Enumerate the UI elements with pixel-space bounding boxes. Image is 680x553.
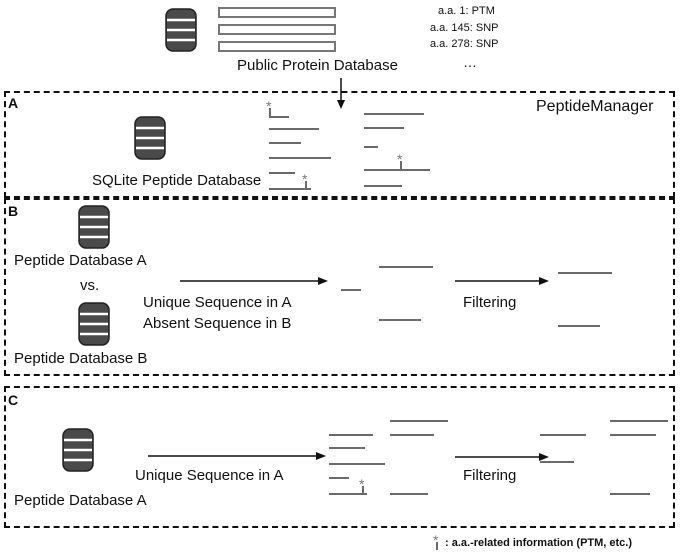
filtering-label-b: Filtering: [463, 294, 517, 311]
marker-stem: [362, 486, 364, 493]
protein-bar: [218, 41, 336, 52]
tool-name: PeptideManager: [536, 98, 654, 115]
marker-stem: [400, 161, 402, 170]
peptide-line: [390, 434, 434, 436]
db-b-label: Peptide Database B: [14, 350, 148, 367]
aa-info-marker: *: [302, 171, 308, 187]
db-a-label-c: Peptide Database A: [14, 492, 147, 509]
compare-arrow: [148, 452, 326, 460]
peptide-line: [269, 142, 301, 144]
peptide-line: [540, 461, 574, 463]
peptide-line: [390, 420, 448, 422]
peptide-line: [364, 113, 424, 115]
peptide-line: [269, 172, 295, 174]
public-db-label: Public Protein Database: [237, 57, 398, 74]
sqlite-db-label: SQLite Peptide Database: [92, 172, 262, 189]
vs-label: vs.: [80, 277, 100, 294]
marker-stem: [305, 181, 307, 190]
panel-b-letter: B: [8, 203, 19, 219]
unique-seq-label-c: Unique Sequence in A: [135, 467, 284, 484]
database-icon: [62, 428, 94, 472]
peptide-line: [341, 289, 361, 291]
db-a-label: Peptide Database A: [14, 252, 147, 269]
annotation-3: a.a. 278: SNP: [430, 38, 499, 50]
legend-marker-stem: [436, 542, 438, 550]
aa-info-marker: *: [397, 151, 403, 167]
peptide-line: [329, 463, 385, 465]
peptide-line: [269, 188, 311, 190]
database-icon: [165, 8, 197, 52]
peptide-line: [329, 434, 373, 436]
filter-arrow: [455, 453, 549, 461]
peptide-line: [558, 272, 612, 274]
legend-marker-icon: *: [433, 532, 439, 548]
filtering-label-c: Filtering: [463, 467, 517, 484]
protein-bar: [218, 24, 336, 35]
peptide-line: [364, 146, 378, 148]
peptide-line: [610, 434, 656, 436]
peptide-line: [610, 493, 650, 495]
peptide-line: [329, 477, 349, 479]
annotation-ellipsis: …: [463, 54, 477, 70]
aa-info-marker: *: [359, 476, 365, 492]
protein-bar: [218, 7, 336, 18]
panel-a-letter: A: [8, 95, 19, 111]
absent-seq-label: Absent Sequence in B: [143, 315, 292, 332]
peptide-line: [379, 266, 433, 268]
panel-c-letter: C: [8, 392, 19, 408]
peptide-line: [269, 128, 319, 130]
database-icon: [134, 116, 166, 160]
panel-c: [4, 386, 675, 528]
legend-text: : a.a.-related information (PTM, etc.): [445, 537, 633, 549]
peptide-line: [329, 493, 367, 495]
peptide-line: [558, 325, 600, 327]
compare-arrow: [180, 277, 328, 285]
database-icon: [78, 205, 110, 249]
peptide-line: [364, 127, 404, 129]
peptide-line: [329, 447, 365, 449]
annotation-1: a.a. 1: PTM: [438, 5, 495, 17]
annotation-2: a.a. 145: SNP: [430, 22, 499, 34]
unique-seq-label: Unique Sequence in A: [143, 294, 292, 311]
aa-info-marker: *: [266, 98, 272, 114]
down-arrow: [337, 78, 345, 109]
peptide-line: [379, 319, 421, 321]
database-icon: [78, 302, 110, 346]
peptide-line: [390, 493, 428, 495]
peptide-line: [364, 169, 430, 171]
peptide-line: [269, 116, 289, 118]
peptide-line: [610, 420, 668, 422]
peptide-line: [364, 185, 402, 187]
peptide-line: [540, 434, 586, 436]
peptide-line: [269, 157, 331, 159]
panel-a: [4, 91, 675, 198]
panel-b: [4, 198, 675, 376]
marker-stem: [269, 108, 271, 117]
filter-arrow: [455, 277, 549, 285]
